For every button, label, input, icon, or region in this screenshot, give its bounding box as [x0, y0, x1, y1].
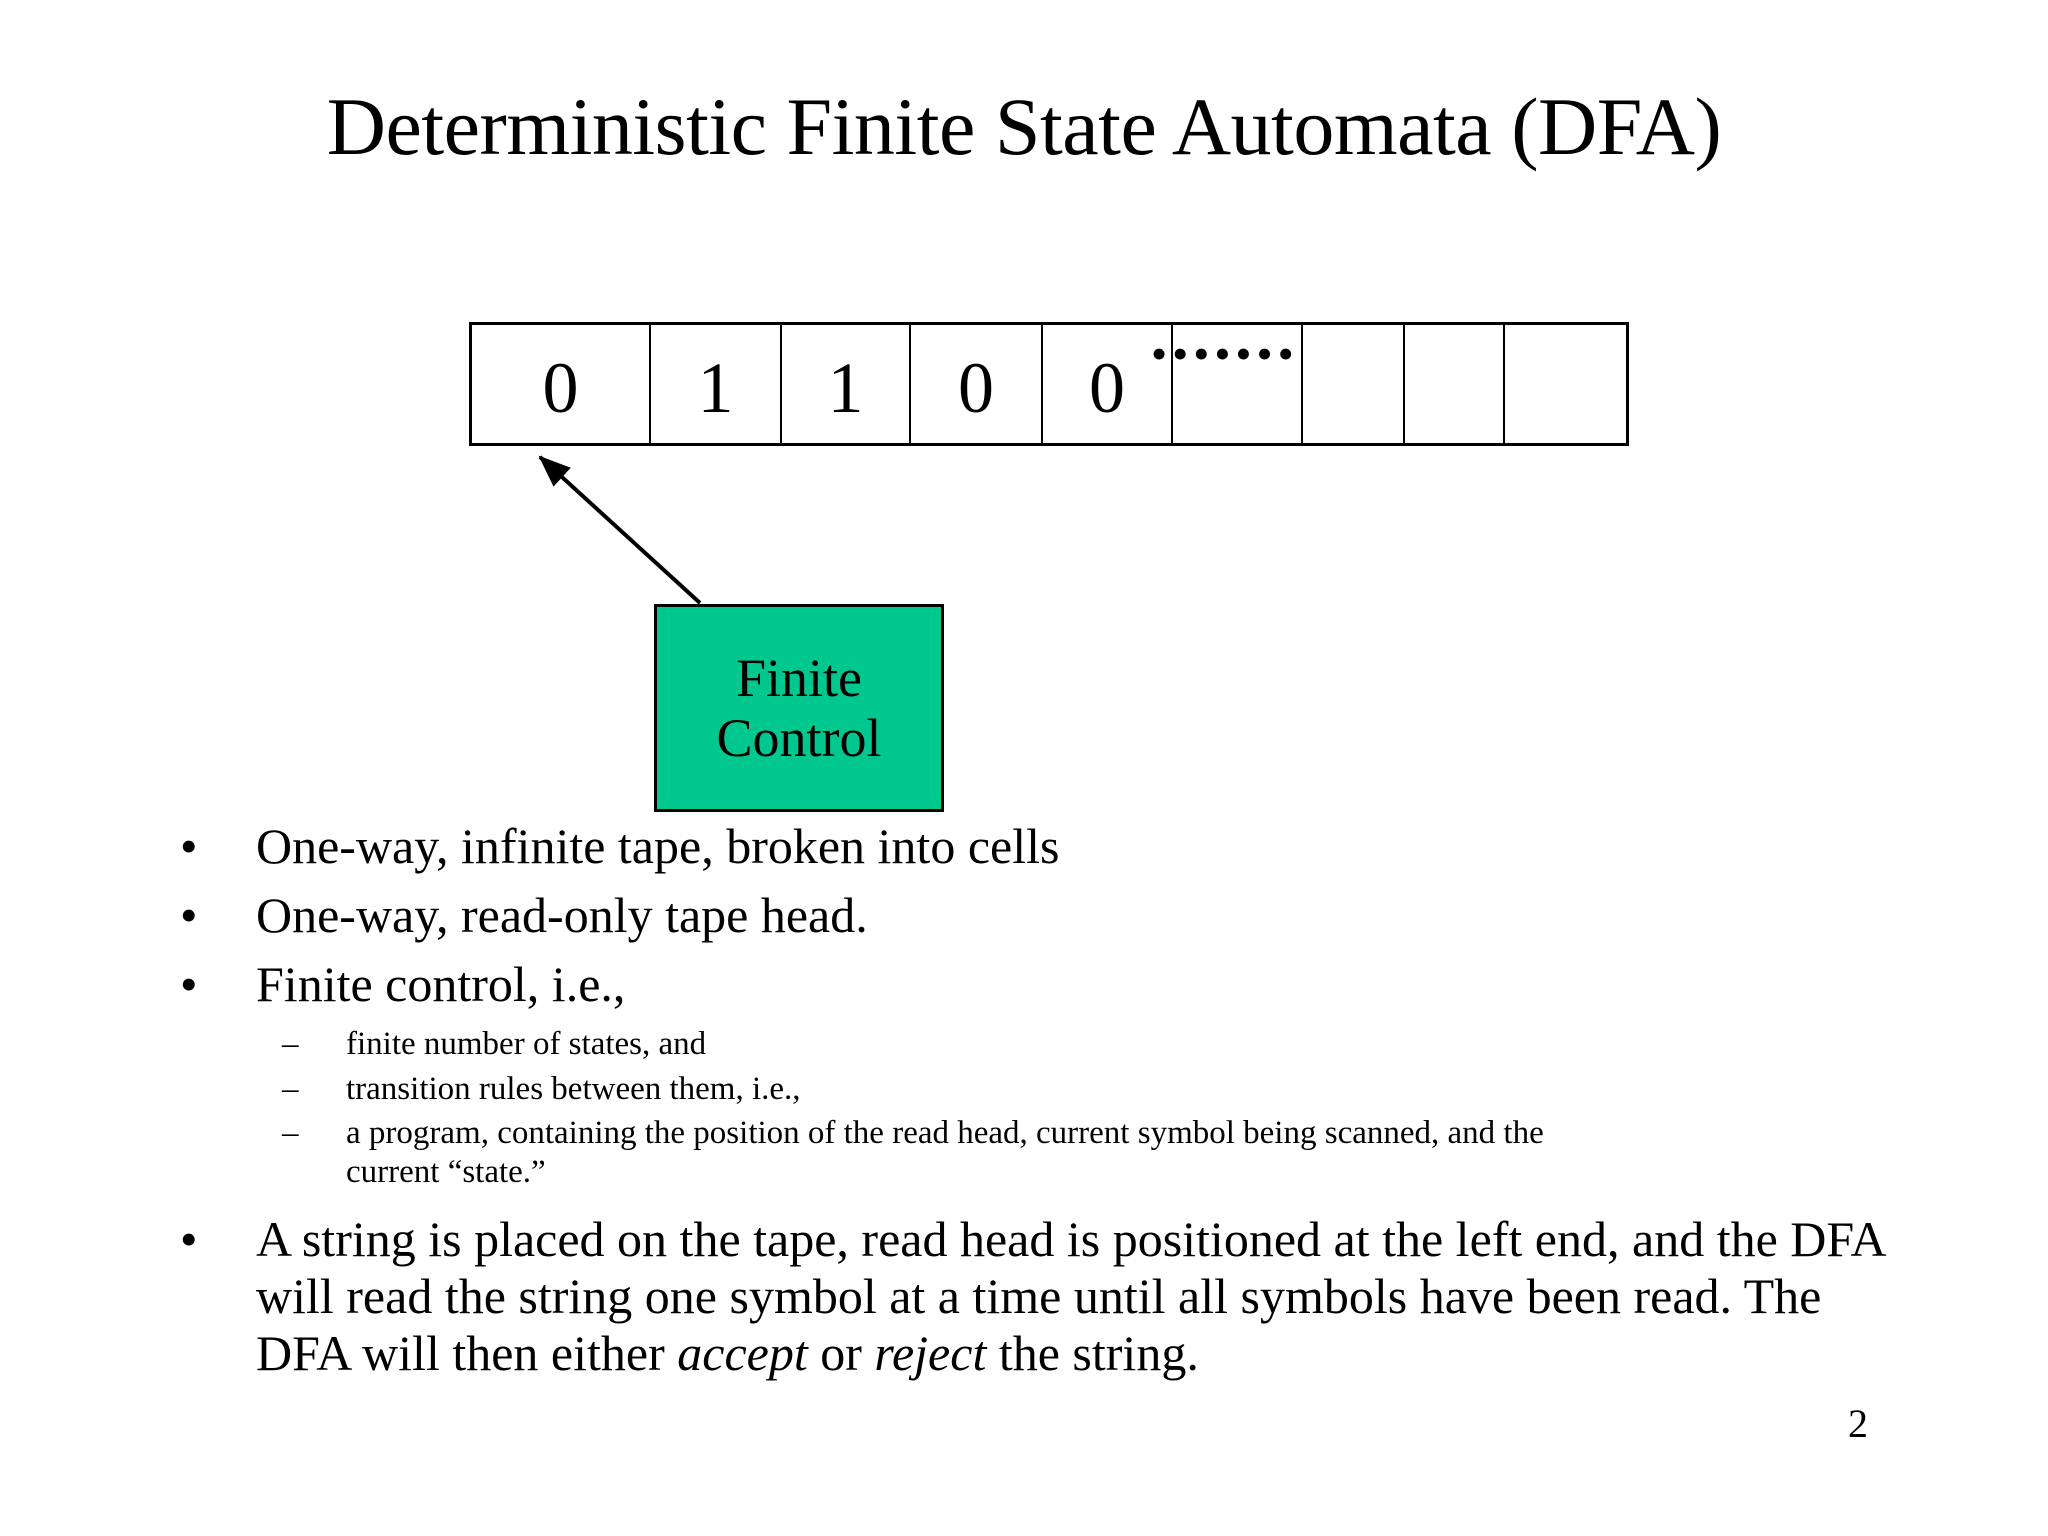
- final-bullet-italic-reject: reject: [874, 1325, 987, 1382]
- finite-control-line1: Finite: [735, 647, 862, 708]
- final-bullet-italic-accept: accept: [677, 1325, 808, 1382]
- sub-list-item-text: transition rules between them, i.e.,: [346, 1070, 801, 1107]
- final-bullet-part1: A string is placed on the tape, read hea…: [256, 1211, 1884, 1382]
- tape-cell-5: [1173, 325, 1303, 443]
- list-item: • One-way, read-only tape head.: [170, 887, 1910, 944]
- final-bullet-mid: or: [807, 1325, 875, 1382]
- bullet-list: • One-way, infinite tape, broken into ce…: [170, 818, 1910, 1394]
- sub-list-item: – transition rules between them, i.e.,: [170, 1070, 1910, 1109]
- tape-cell-4: 0 •••••••: [1043, 325, 1294, 443]
- dash-marker-icon: –: [282, 1070, 299, 1107]
- tape-cell-symbol: 0: [1089, 348, 1125, 428]
- finite-control-line2: Control: [716, 708, 882, 768]
- list-item: • Finite control, i.e.,: [170, 956, 1910, 1013]
- page-number: 2: [1848, 1401, 1868, 1446]
- tape-cell-1: 1: [651, 325, 782, 443]
- tape-diagram: 0 1 1 0 0 •••••••: [469, 322, 1629, 446]
- tape-cell-7: [1405, 325, 1505, 443]
- sub-bullet-group: – finite number of states, and – transit…: [170, 1025, 1910, 1191]
- list-item-text: One-way, read-only tape head.: [256, 887, 868, 943]
- tape-cell-symbol: 0: [958, 348, 994, 428]
- tape-cell-0: 0: [472, 325, 651, 443]
- tape-cell-6: [1303, 325, 1405, 443]
- tape-cell-3: 0: [911, 325, 1043, 443]
- bullet-marker-icon: •: [180, 887, 198, 943]
- tape-cell-8: [1505, 325, 1626, 443]
- sub-list-item: – finite number of states, and: [170, 1025, 1910, 1064]
- list-item: • One-way, infinite tape, broken into ce…: [170, 818, 1910, 875]
- tape-cell-symbol: 0: [542, 348, 579, 428]
- list-item-text: One-way, infinite tape, broken into cell…: [256, 818, 1060, 874]
- tape-cell-symbol: 1: [827, 348, 864, 428]
- tape-cell-2: 1: [782, 325, 911, 443]
- page-title: Deterministic Finite State Automata (DFA…: [326, 81, 1722, 172]
- dash-marker-icon: –: [282, 1115, 299, 1152]
- dash-marker-icon: –: [282, 1026, 299, 1062]
- final-bullet-text: A string is placed on the tape, read hea…: [256, 1211, 1884, 1381]
- bullet-marker-icon: •: [180, 956, 198, 1012]
- bullet-marker-icon: •: [180, 818, 198, 874]
- sub-list-item: – a program, containing the position of …: [170, 1114, 1910, 1191]
- final-bullet-part2: the string.: [986, 1325, 1199, 1382]
- tape-cell-symbol: 1: [697, 348, 734, 428]
- list-item: • A string is placed on the tape, read h…: [170, 1211, 1910, 1382]
- finite-control-box: Finite Control: [654, 604, 944, 812]
- tape-ellipsis-icon: •••••••: [1151, 328, 1299, 379]
- sub-list-item-text: finite number of states, and: [346, 1026, 707, 1062]
- sub-list-item-text: a program, containing the position of th…: [346, 1115, 1544, 1190]
- bullet-marker-icon: •: [180, 1211, 198, 1268]
- list-item-text: Finite control, i.e.,: [256, 956, 626, 1012]
